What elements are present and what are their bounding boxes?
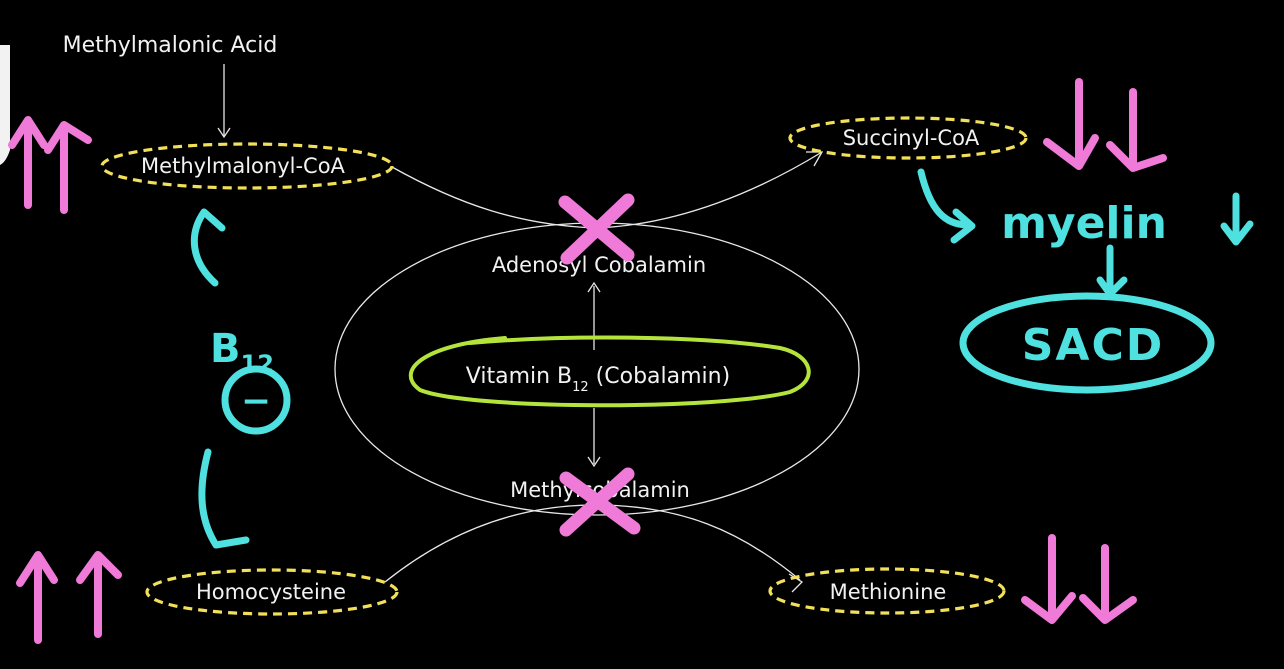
myelin-annotation: myelin [1001,198,1167,249]
adenosyl-cobalamin-label: Adenosyl Cobalamin [492,253,706,277]
inhibit-sign: − [241,381,271,422]
up-arrow-methylmalonyl-2 [44,121,92,214]
arrowhead-malonyl [217,127,231,139]
b12-annotation-subscript: 12 [241,350,274,378]
x-mark-adenosyl [558,193,635,265]
decrease-arrows [1021,78,1167,624]
methylmalonic-acid-label: Methylmalonic Acid [63,33,278,58]
down-arrow-succinyl-1 [1043,78,1099,170]
up-arrow-methylmalonyl-1 [8,116,48,209]
b12-annotation: B12 [210,326,274,378]
line-center-to-methionine [594,504,801,581]
succinyl-coa-label: Succinyl-CoA [843,126,980,150]
methionine-label: Methionine [830,580,947,604]
line-methylmalonyl-to-center [391,166,596,229]
block-marks [558,193,641,537]
down-arrow-succinyl-2 [1106,88,1167,172]
increase-arrows [8,116,122,644]
up-arrow-homocysteine-1 [16,551,58,644]
line-center-to-succinyl [594,151,823,229]
up-arrow-homocysteine-2 [76,551,122,638]
down-arrow-methionine-1 [1021,534,1076,624]
vitamin-b12-highlight [408,335,811,408]
arrow-succinyl-to-myelin [917,168,972,229]
sacd-circle [959,292,1215,394]
edge-bar [0,45,10,165]
homocysteine-label: Homocysteine [196,580,346,604]
highlight-succinyl [788,116,1028,160]
curved-arrow-up-icon [190,208,226,287]
highlight-methionine [768,567,1006,615]
methylmalonyl-coa-label: Methylmalonyl-CoA [141,154,346,178]
vitamin-b12-suffix: (Cobalamin) [589,364,731,389]
b12-annotation-prefix: B [210,326,241,372]
down-arrow-methionine-2 [1079,544,1137,624]
x-mark-methyl [559,467,641,537]
highlight-group [100,116,1028,616]
highlight-methylmalonyl [100,142,394,190]
highlight-homocysteine [145,568,399,616]
sacd-annotation: SACD [1022,320,1165,371]
vitamin-b12-prefix: Vitamin B [466,364,572,389]
inhibit-circle [221,365,291,435]
arrowhead-succinyl [806,151,824,167]
line-homocysteine-to-center [384,504,596,583]
curved-arrow-down-icon [198,448,250,549]
cyan-annotations [190,168,1254,549]
vitamin-b12-subscript: 12 [572,380,589,395]
vitamin-b12-label: Vitamin B12 (Cobalamin) [466,364,730,395]
